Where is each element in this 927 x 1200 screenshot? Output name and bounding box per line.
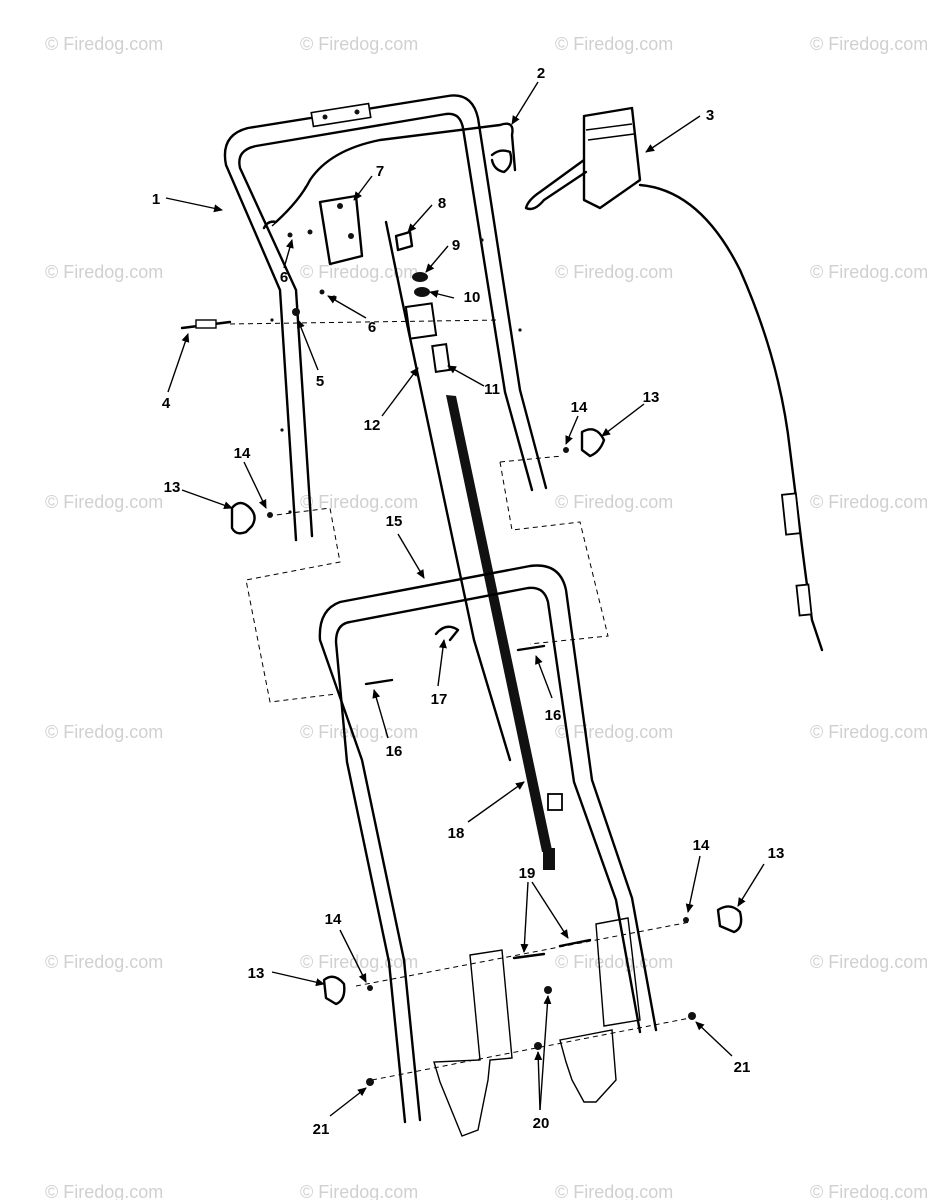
callout-label: 17 [431,691,448,708]
watermark: © Firedog.com [810,722,927,742]
callout-label: 6 [280,269,288,286]
callout-label: 2 [537,65,545,82]
leader-lines [165,81,765,1117]
callout-label: 14 [234,445,251,462]
watermark: © Firedog.com [300,492,418,512]
callout-label: 6 [368,319,376,336]
callout-label: 14 [571,399,588,416]
mounting-brackets [366,917,696,1137]
watermark: © Firedog.com [45,34,163,54]
watermark: © Firedog.com [810,262,927,282]
watermark: © Firedog.com [810,1182,927,1200]
watermark: © Firedog.com [555,34,673,54]
watermark: © Firedog.com [555,492,673,512]
watermark: © Firedog.com [810,952,927,972]
callout-label: 16 [545,707,562,724]
watermark: © Firedog.com [555,1182,673,1200]
watermark: © Firedog.com [45,722,163,742]
callout-label: 7 [376,163,384,180]
callout-label: 11 [484,381,500,398]
upper-handle [223,94,548,542]
callout-label: 21 [313,1121,330,1138]
callout-label: 19 [519,865,536,882]
watermark: © Firedog.com [810,34,927,54]
callout-label: 3 [706,107,714,124]
watermark: © Firedog.com [300,1182,418,1200]
control-box [524,106,824,652]
assembly-guides [229,319,691,1081]
watermark: © Firedog.com [810,492,927,512]
watermark: © Firedog.com [300,722,418,742]
watermark: © Firedog.com [555,262,673,282]
watermark: © Firedog.com [45,952,163,972]
callout-label: 10 [464,289,481,306]
callout-label: 13 [643,389,660,406]
watermark: © Firedog.com [45,262,163,282]
callout-label: 1 [152,191,160,208]
callout-label: 13 [768,845,785,862]
callout-label: 13 [164,479,181,496]
callout-labels: 1 2 3 4 5 6 6 7 8 9 10 11 12 13 14 13 14… [152,65,785,1138]
control-cable [384,220,563,870]
callout-label: 13 [248,965,265,982]
callout-label: 12 [364,417,381,434]
callout-label: 9 [452,237,460,254]
callout-label: 15 [386,513,403,530]
callout-label: 4 [162,395,171,412]
upper-hardware [180,194,451,373]
watermark: © Firedog.com [555,952,673,972]
control-bail [262,122,517,230]
watermark: © Firedog.com [555,722,673,742]
lower-handle [318,564,658,1124]
callout-label: 8 [438,195,446,212]
knob-hardware [230,428,743,1006]
callout-label: 14 [693,837,710,854]
callout-label: 21 [734,1059,751,1076]
callout-label: 14 [325,911,342,928]
handle-crossbar-plate [310,102,372,128]
watermark-layer: © Firedog.com © Firedog.com © Firedog.co… [45,34,927,1200]
callout-label: 20 [533,1115,550,1132]
callout-label: 16 [386,743,403,760]
callout-label: 5 [316,373,324,390]
watermark: © Firedog.com [45,1182,163,1200]
watermark: © Firedog.com [45,492,163,512]
callout-label: 18 [448,825,465,842]
watermark: © Firedog.com [300,34,418,54]
watermark: © Firedog.com [300,262,418,282]
